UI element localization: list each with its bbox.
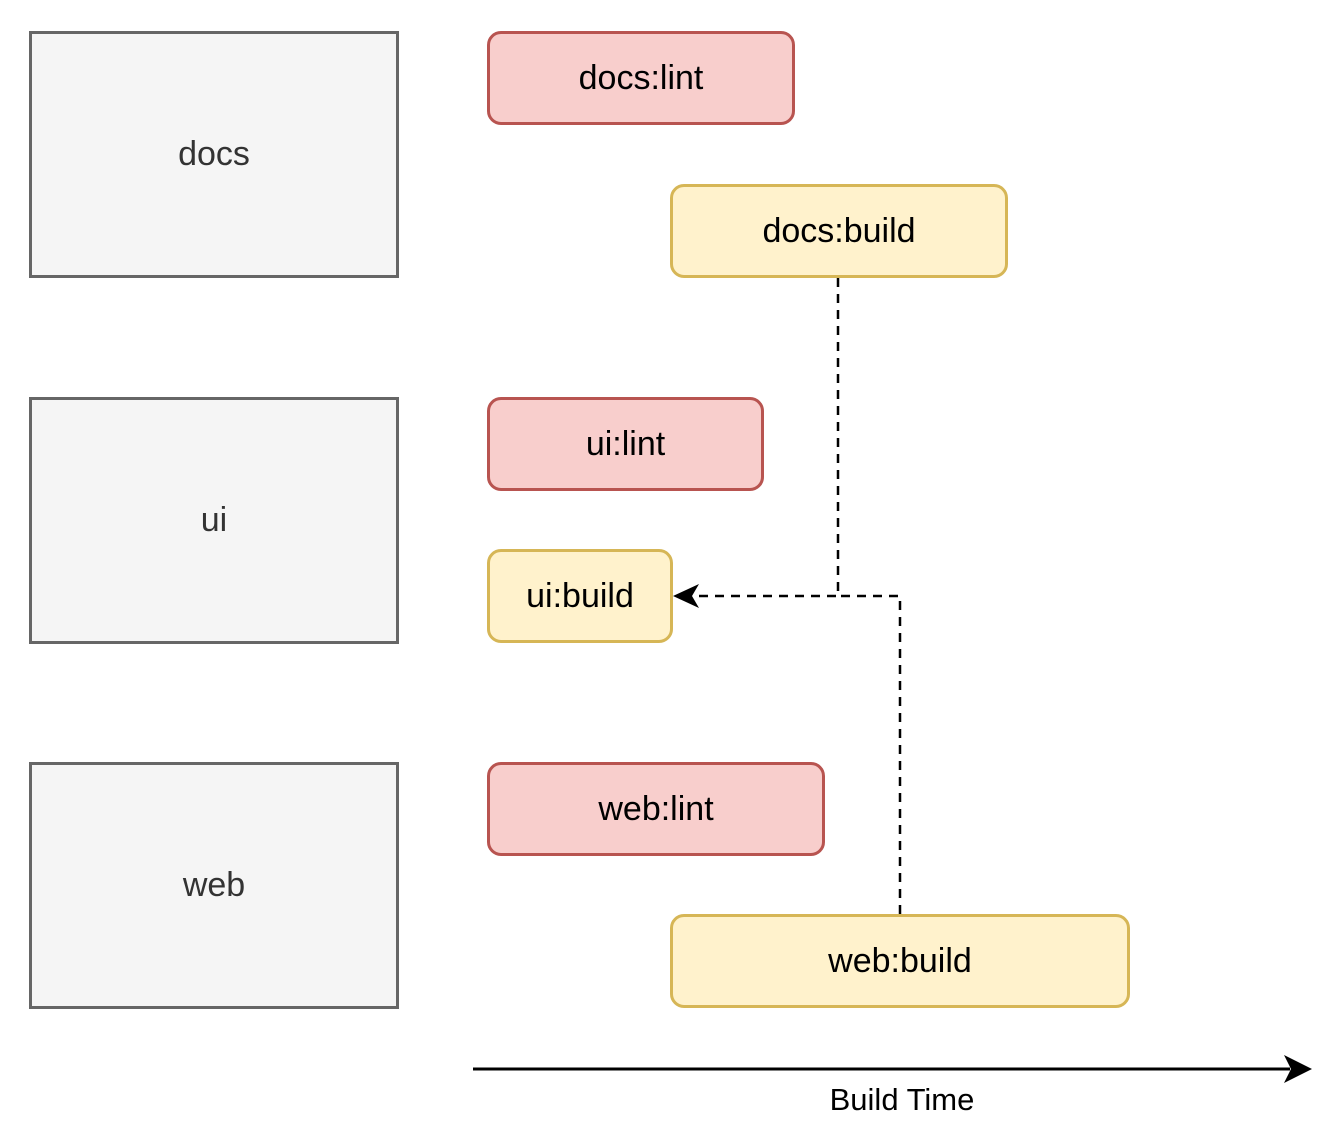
task-web-lint[interactable]: web:lint xyxy=(487,762,825,856)
task-ui-build[interactable]: ui:build xyxy=(487,549,673,643)
package-web[interactable]: web xyxy=(29,762,399,1009)
task-docs-build-label: docs:build xyxy=(762,211,916,250)
task-ui-lint-label: ui:lint xyxy=(585,424,666,463)
dependency-line-web-build-to-ui-build xyxy=(838,594,902,914)
package-ui-label: ui xyxy=(200,501,228,539)
task-docs-build[interactable]: docs:build xyxy=(670,184,1008,278)
task-web-lint-label: web:lint xyxy=(598,789,714,828)
task-docs-lint[interactable]: docs:lint xyxy=(487,31,795,125)
package-docs-label: docs xyxy=(178,135,250,173)
arrowhead-icon xyxy=(673,584,699,608)
package-ui[interactable]: ui xyxy=(29,397,399,644)
task-web-build-label: web:build xyxy=(828,941,972,980)
task-ui-build-label: ui:build xyxy=(526,576,634,615)
package-docs[interactable]: docs xyxy=(29,31,399,278)
task-web-build[interactable]: web:build xyxy=(670,914,1130,1008)
task-docs-lint-label: docs:lint xyxy=(578,58,704,97)
build-time-axis-label: Build Time xyxy=(829,1082,975,1117)
task-ui-lint[interactable]: ui:lint xyxy=(487,397,764,491)
package-web-label: web xyxy=(182,866,246,904)
axis-arrow-icon xyxy=(1284,1055,1312,1083)
